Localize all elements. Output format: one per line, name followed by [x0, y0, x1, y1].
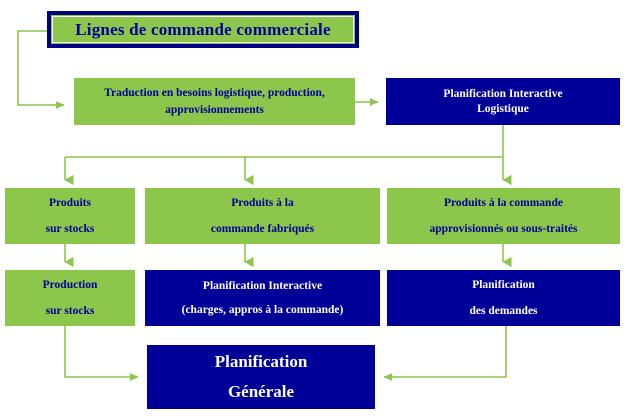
connector-production-to-plan-generale — [64, 326, 139, 381]
box-produits-commande-approvisionnes-line-2: approvisionnés ou sous-traités — [429, 223, 578, 235]
box-produits-commande-approvisionnes-line-1: Produits à la commande — [444, 196, 563, 209]
title-banner: Lignes de commande commerciale — [47, 11, 359, 48]
box-planification-interactive-charges: Planification Interactive (charges, appr… — [145, 270, 380, 326]
box-traduction: Traduction en besoins logistique, produc… — [74, 78, 355, 125]
box-planification-generale-line-1: Planification — [214, 352, 308, 372]
box-planification-interactive-charges-line-2: (charges, appros à la commande) — [181, 304, 344, 316]
box-produits-commande-fabriques: Produits à la commande fabriqués — [145, 188, 380, 244]
box-planification-des-demandes-line-2: des demandes — [469, 305, 538, 317]
box-production-sur-stocks: Production sur stocks — [5, 270, 135, 326]
box-planification-interactive-logistique-line-1: Planification Interactive — [443, 87, 563, 100]
title-banner-label: Lignes de commande commerciale — [75, 19, 331, 39]
box-planification-interactive-charges-line-1: Planification Interactive — [202, 279, 323, 292]
box-produits-sur-stocks-line-1: Produits — [49, 196, 91, 209]
box-planification-des-demandes: Planification des demandes — [387, 270, 620, 326]
box-production-sur-stocks-line-1: Production — [42, 278, 98, 291]
box-planification-interactive-logistique-line-2: Logistique — [477, 103, 529, 115]
connector-plan-demandes-to-plan-generale — [383, 326, 507, 381]
box-traduction-line-2: approvisionnements — [165, 104, 264, 116]
box-production-sur-stocks-line-2: sur stocks — [45, 305, 95, 317]
box-produits-commande-approvisionnes: Produits à la commande approvisionnés ou… — [387, 188, 620, 244]
box-produits-commande-fabriques-line-2: commande fabriqués — [210, 223, 315, 235]
box-planification-des-demandes-line-1: Planification — [472, 278, 535, 291]
box-traduction-line-1: Traduction en besoins logistique, produc… — [104, 86, 325, 99]
box-produits-sur-stocks: Produits sur stocks — [5, 188, 135, 244]
box-planification-generale: Planification Générale — [147, 345, 375, 409]
box-planification-generale-line-2: Générale — [227, 382, 295, 401]
box-produits-commande-fabriques-line-1: Produits à la — [231, 196, 294, 209]
box-planification-interactive-logistique: Planification Interactive Logistique — [386, 78, 620, 125]
box-produits-sur-stocks-line-2: sur stocks — [45, 223, 95, 235]
